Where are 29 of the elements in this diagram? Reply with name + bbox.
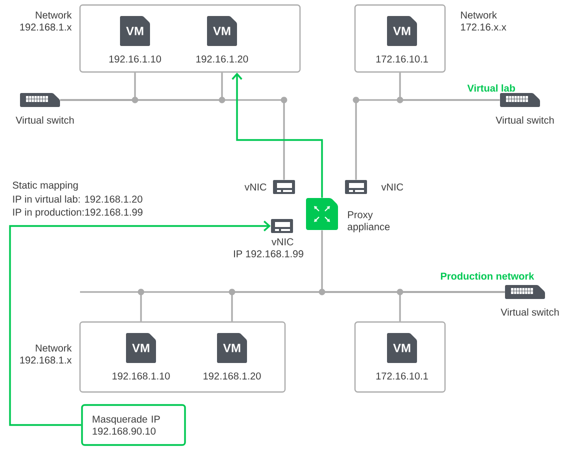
connector xyxy=(9,220,271,426)
device-label: Virtual switch xyxy=(496,116,554,124)
mapping-note: Static mapping xyxy=(12,181,78,191)
ip-address: 192.168.1.10 xyxy=(112,372,170,380)
device-label: Virtual switch xyxy=(16,116,74,124)
device-label: vNIC xyxy=(381,183,404,191)
mapping-note: IP in virtual lab: 192.168.1.20 xyxy=(13,195,142,203)
ip-address: 172.16.10.1 xyxy=(376,372,428,380)
network-name: Production network xyxy=(440,272,534,280)
network-box xyxy=(354,321,446,393)
connector xyxy=(232,72,323,198)
ip-address: 192.16.1.10 xyxy=(109,55,162,63)
device-label: vNIC xyxy=(244,183,266,191)
connector xyxy=(355,99,500,180)
address-box: Masquerade IP 192.168.90.10 xyxy=(81,404,186,446)
network-label: Network 192.168.1.x xyxy=(20,11,72,31)
ip-address: 192.168.1.20 xyxy=(204,372,261,380)
mapping-note: IP in production:192.168.1.99 xyxy=(13,208,142,218)
network-label: Network 192.168.1.x xyxy=(20,344,72,364)
ip-address: 192.16.1.20 xyxy=(196,55,248,63)
device-label: IP 192.168.1.99 xyxy=(234,250,304,258)
device-label: Proxy appliance xyxy=(348,211,390,232)
network-name: Virtual lab xyxy=(467,84,516,92)
connector xyxy=(399,291,505,322)
connector xyxy=(60,99,285,180)
device-label: vNIC xyxy=(272,238,294,246)
ip-address: 172.16.10.1 xyxy=(376,55,428,63)
device-label: Virtual switch xyxy=(500,308,559,316)
network-label: Network 172.16.x.x xyxy=(461,11,506,31)
